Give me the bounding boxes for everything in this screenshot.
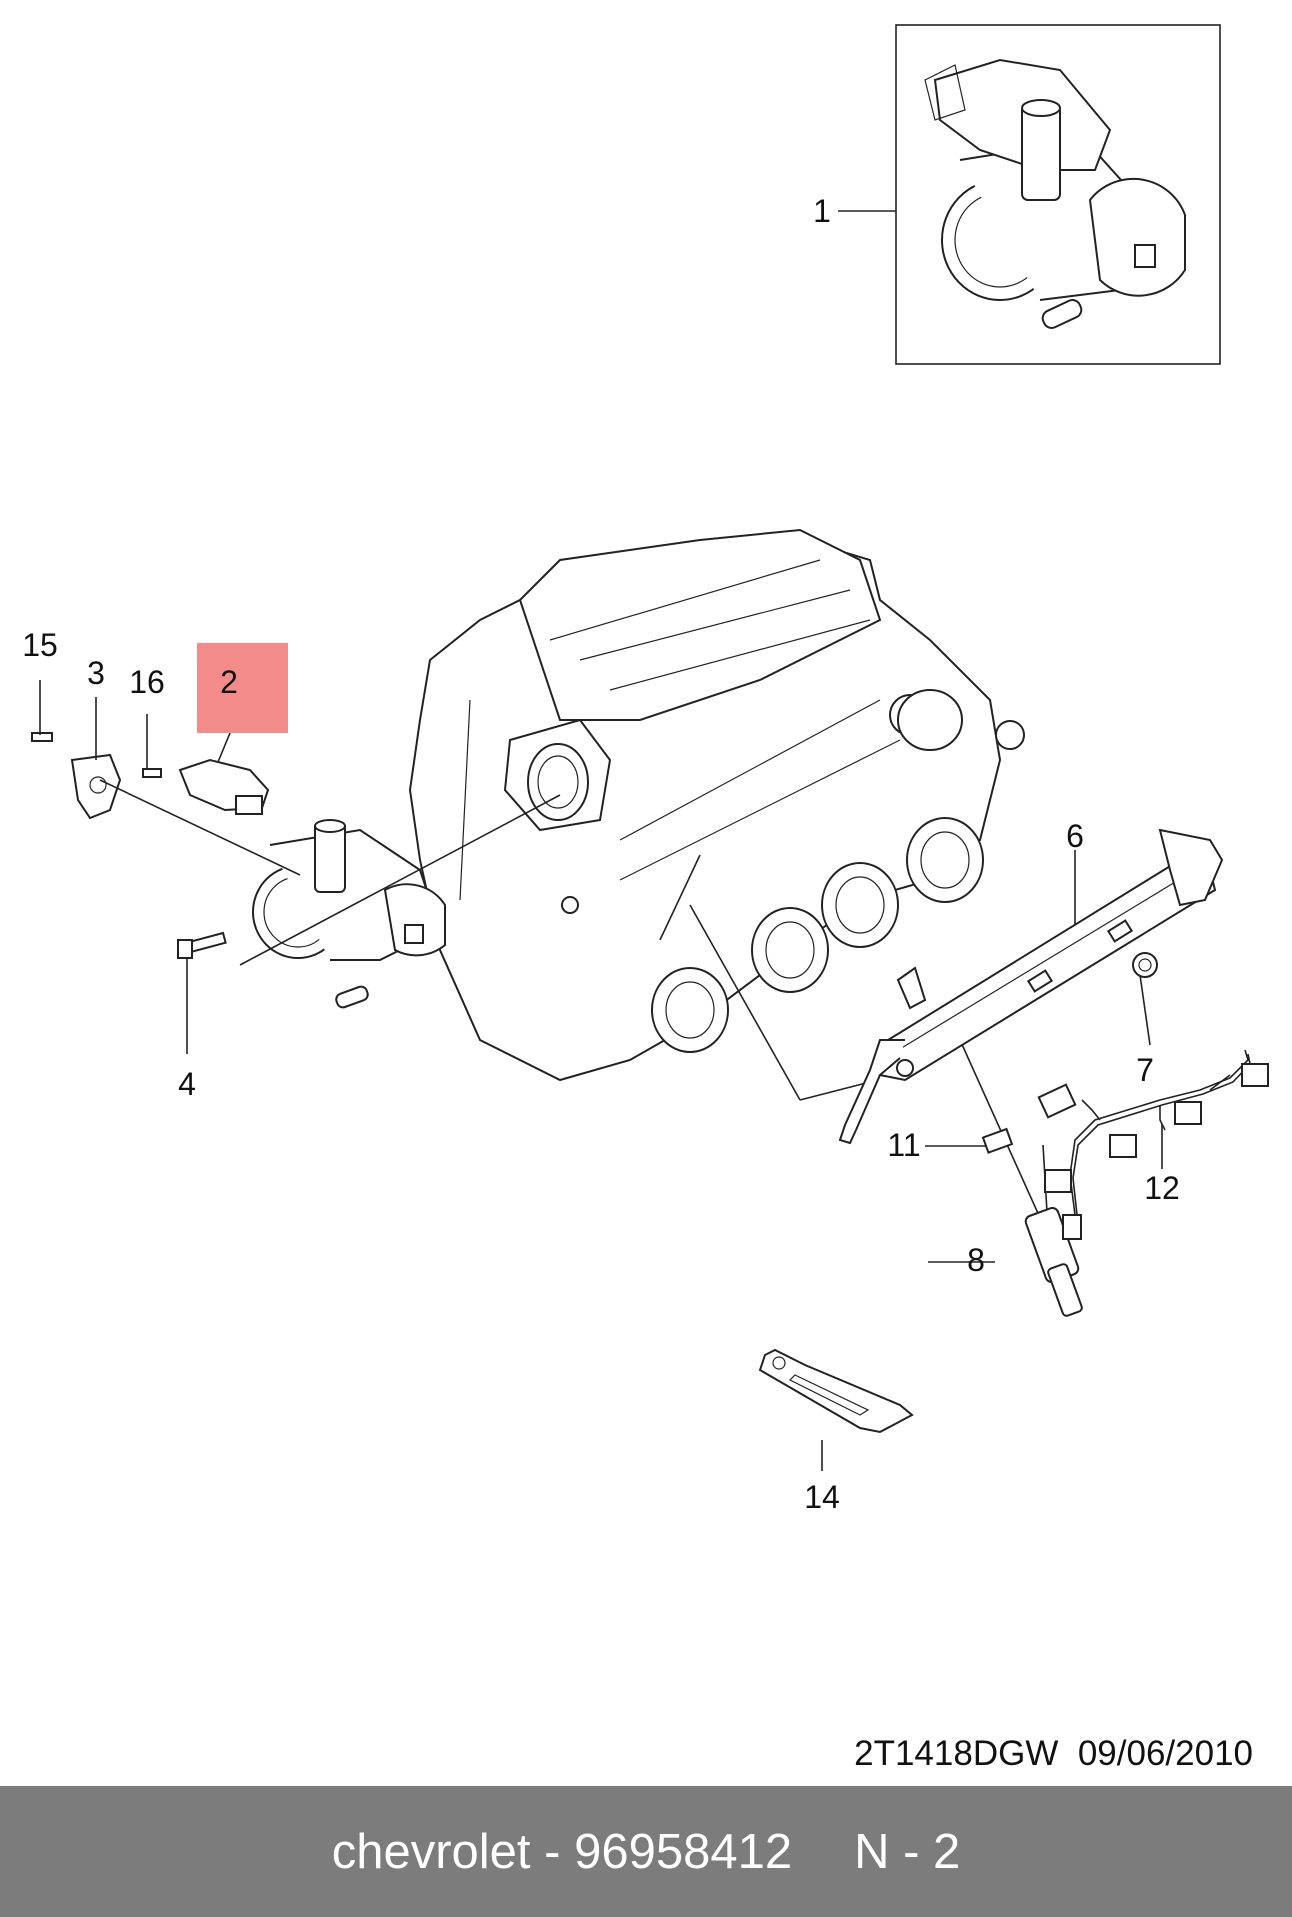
part-number-label: chevrolet - 96958412: [331, 1824, 793, 1879]
callout-7: 7: [1136, 1052, 1154, 1088]
fuel-injector: [1024, 1206, 1083, 1317]
part-2-highlight: [197, 643, 288, 733]
callout-16: 16: [129, 664, 165, 700]
callout-12: 12: [1144, 1170, 1180, 1206]
footer-bar: chevrolet - 96958412 N - 2: [0, 1786, 1292, 1917]
callout-1: 1: [813, 193, 831, 229]
drawing-date: 09/06/2010: [1077, 1734, 1253, 1773]
callout-4: 4: [178, 1066, 196, 1102]
callout-11: 11: [887, 1127, 921, 1163]
callout-3: 3: [87, 655, 105, 691]
callout-14: 14: [804, 1479, 840, 1515]
position-label: N - 2: [854, 1824, 961, 1879]
parts-diagram: [31, 24, 1269, 1471]
leader-lines: [39, 680, 1163, 1471]
callout-8: 8: [967, 1242, 985, 1278]
drawing-code: 2T1418DGW: [854, 1734, 1059, 1773]
wiring-harness: [1037, 1049, 1269, 1216]
drawing-reference: 2T1418DGW 09/06/2010: [854, 1734, 1253, 1774]
intake-manifold: [408, 528, 1025, 1082]
throttle-body-inset: [895, 24, 1221, 365]
fuel-rail: [838, 828, 1224, 1145]
clip: [981, 1127, 1014, 1154]
throttle-body-assembly: [31, 732, 446, 1009]
callout-15: 15: [22, 627, 58, 663]
callout-6: 6: [1066, 818, 1084, 854]
bracket: [758, 1348, 914, 1434]
callout-2: 2: [220, 664, 238, 700]
